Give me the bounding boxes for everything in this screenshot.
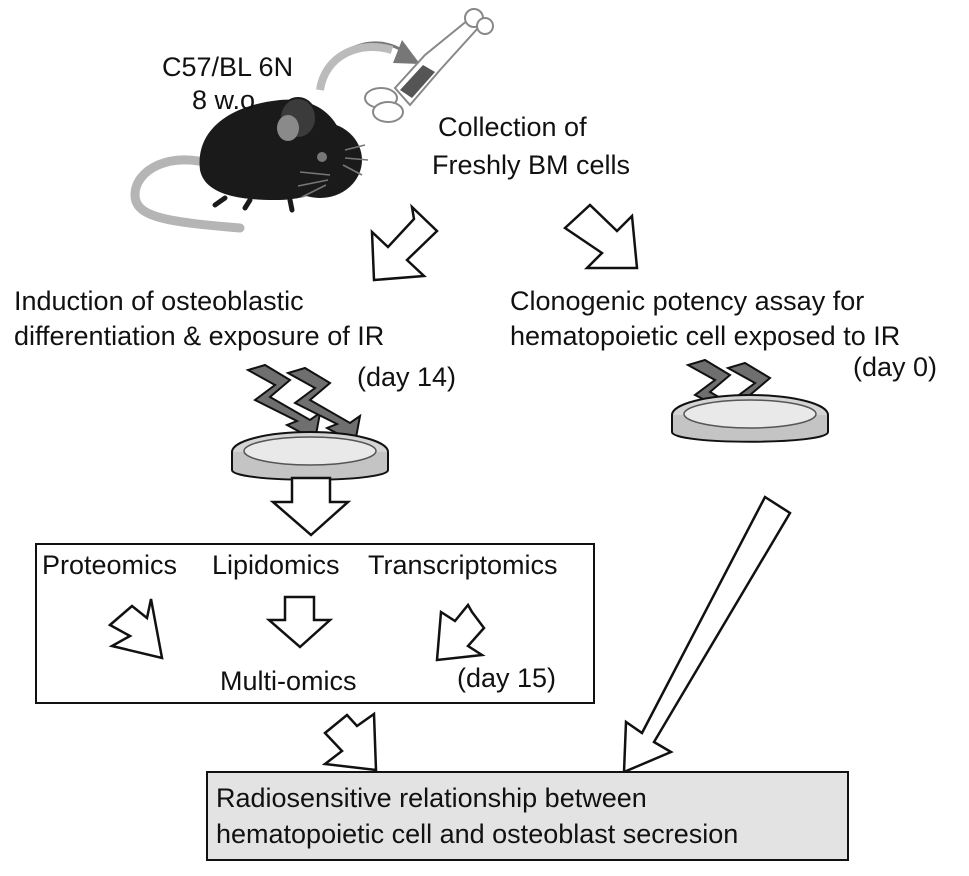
multi-omics-label: Multi-omics	[220, 666, 357, 696]
mouse-age-label: 8 w.o	[192, 85, 256, 115]
arrow-down-left-icon	[370, 203, 439, 282]
omics-box	[35, 543, 595, 704]
osteoblast-induction-line1: Induction of osteoblastic	[14, 286, 304, 316]
arrow-transcriptomics-icon	[435, 602, 486, 662]
collection-line1: Collection of	[438, 112, 587, 142]
result-box	[206, 771, 849, 861]
result-line1: Radiosensitive relationship between	[216, 783, 647, 813]
mouse-icon	[199, 97, 369, 213]
clonogenic-assay-line2: hematopoietic cell exposed to IR	[510, 321, 901, 351]
bone-icon	[364, 8, 494, 123]
arrow-down-icon-dish	[269, 476, 352, 537]
arrow-lipidomics-icon	[265, 595, 334, 649]
curved-arrow-icon	[316, 40, 420, 91]
mouse-strain-label: C57/BL 6N	[162, 52, 294, 82]
clonogenic-day-label: (day 0)	[853, 352, 938, 382]
osteoblast-induction-line2: differentiation & exposure of IR	[14, 321, 385, 351]
arrow-omics-to-result-icon	[321, 711, 378, 772]
arrow-proteomics-icon	[107, 598, 164, 660]
culture-dish-icon-left	[231, 431, 389, 481]
arrow-down-right-icon	[562, 203, 639, 270]
result-line2: hematopoietic cell and osteoblast secres…	[216, 819, 739, 849]
osteoblast-day-label: (day 14)	[357, 362, 457, 392]
lipidomics-label: Lipidomics	[212, 550, 340, 580]
collection-line2: Freshly BM cells	[432, 150, 631, 180]
transcriptomics-label: Transcriptomics	[368, 550, 558, 580]
mouse-tail-icon	[130, 155, 245, 233]
culture-dish-icon-right	[671, 394, 829, 443]
long-arrow-icon	[622, 495, 792, 774]
omics-day-label: (day 15)	[457, 663, 557, 693]
clonogenic-assay-line1: Clonogenic potency assay for	[510, 286, 865, 316]
proteomics-label: Proteomics	[42, 550, 178, 580]
